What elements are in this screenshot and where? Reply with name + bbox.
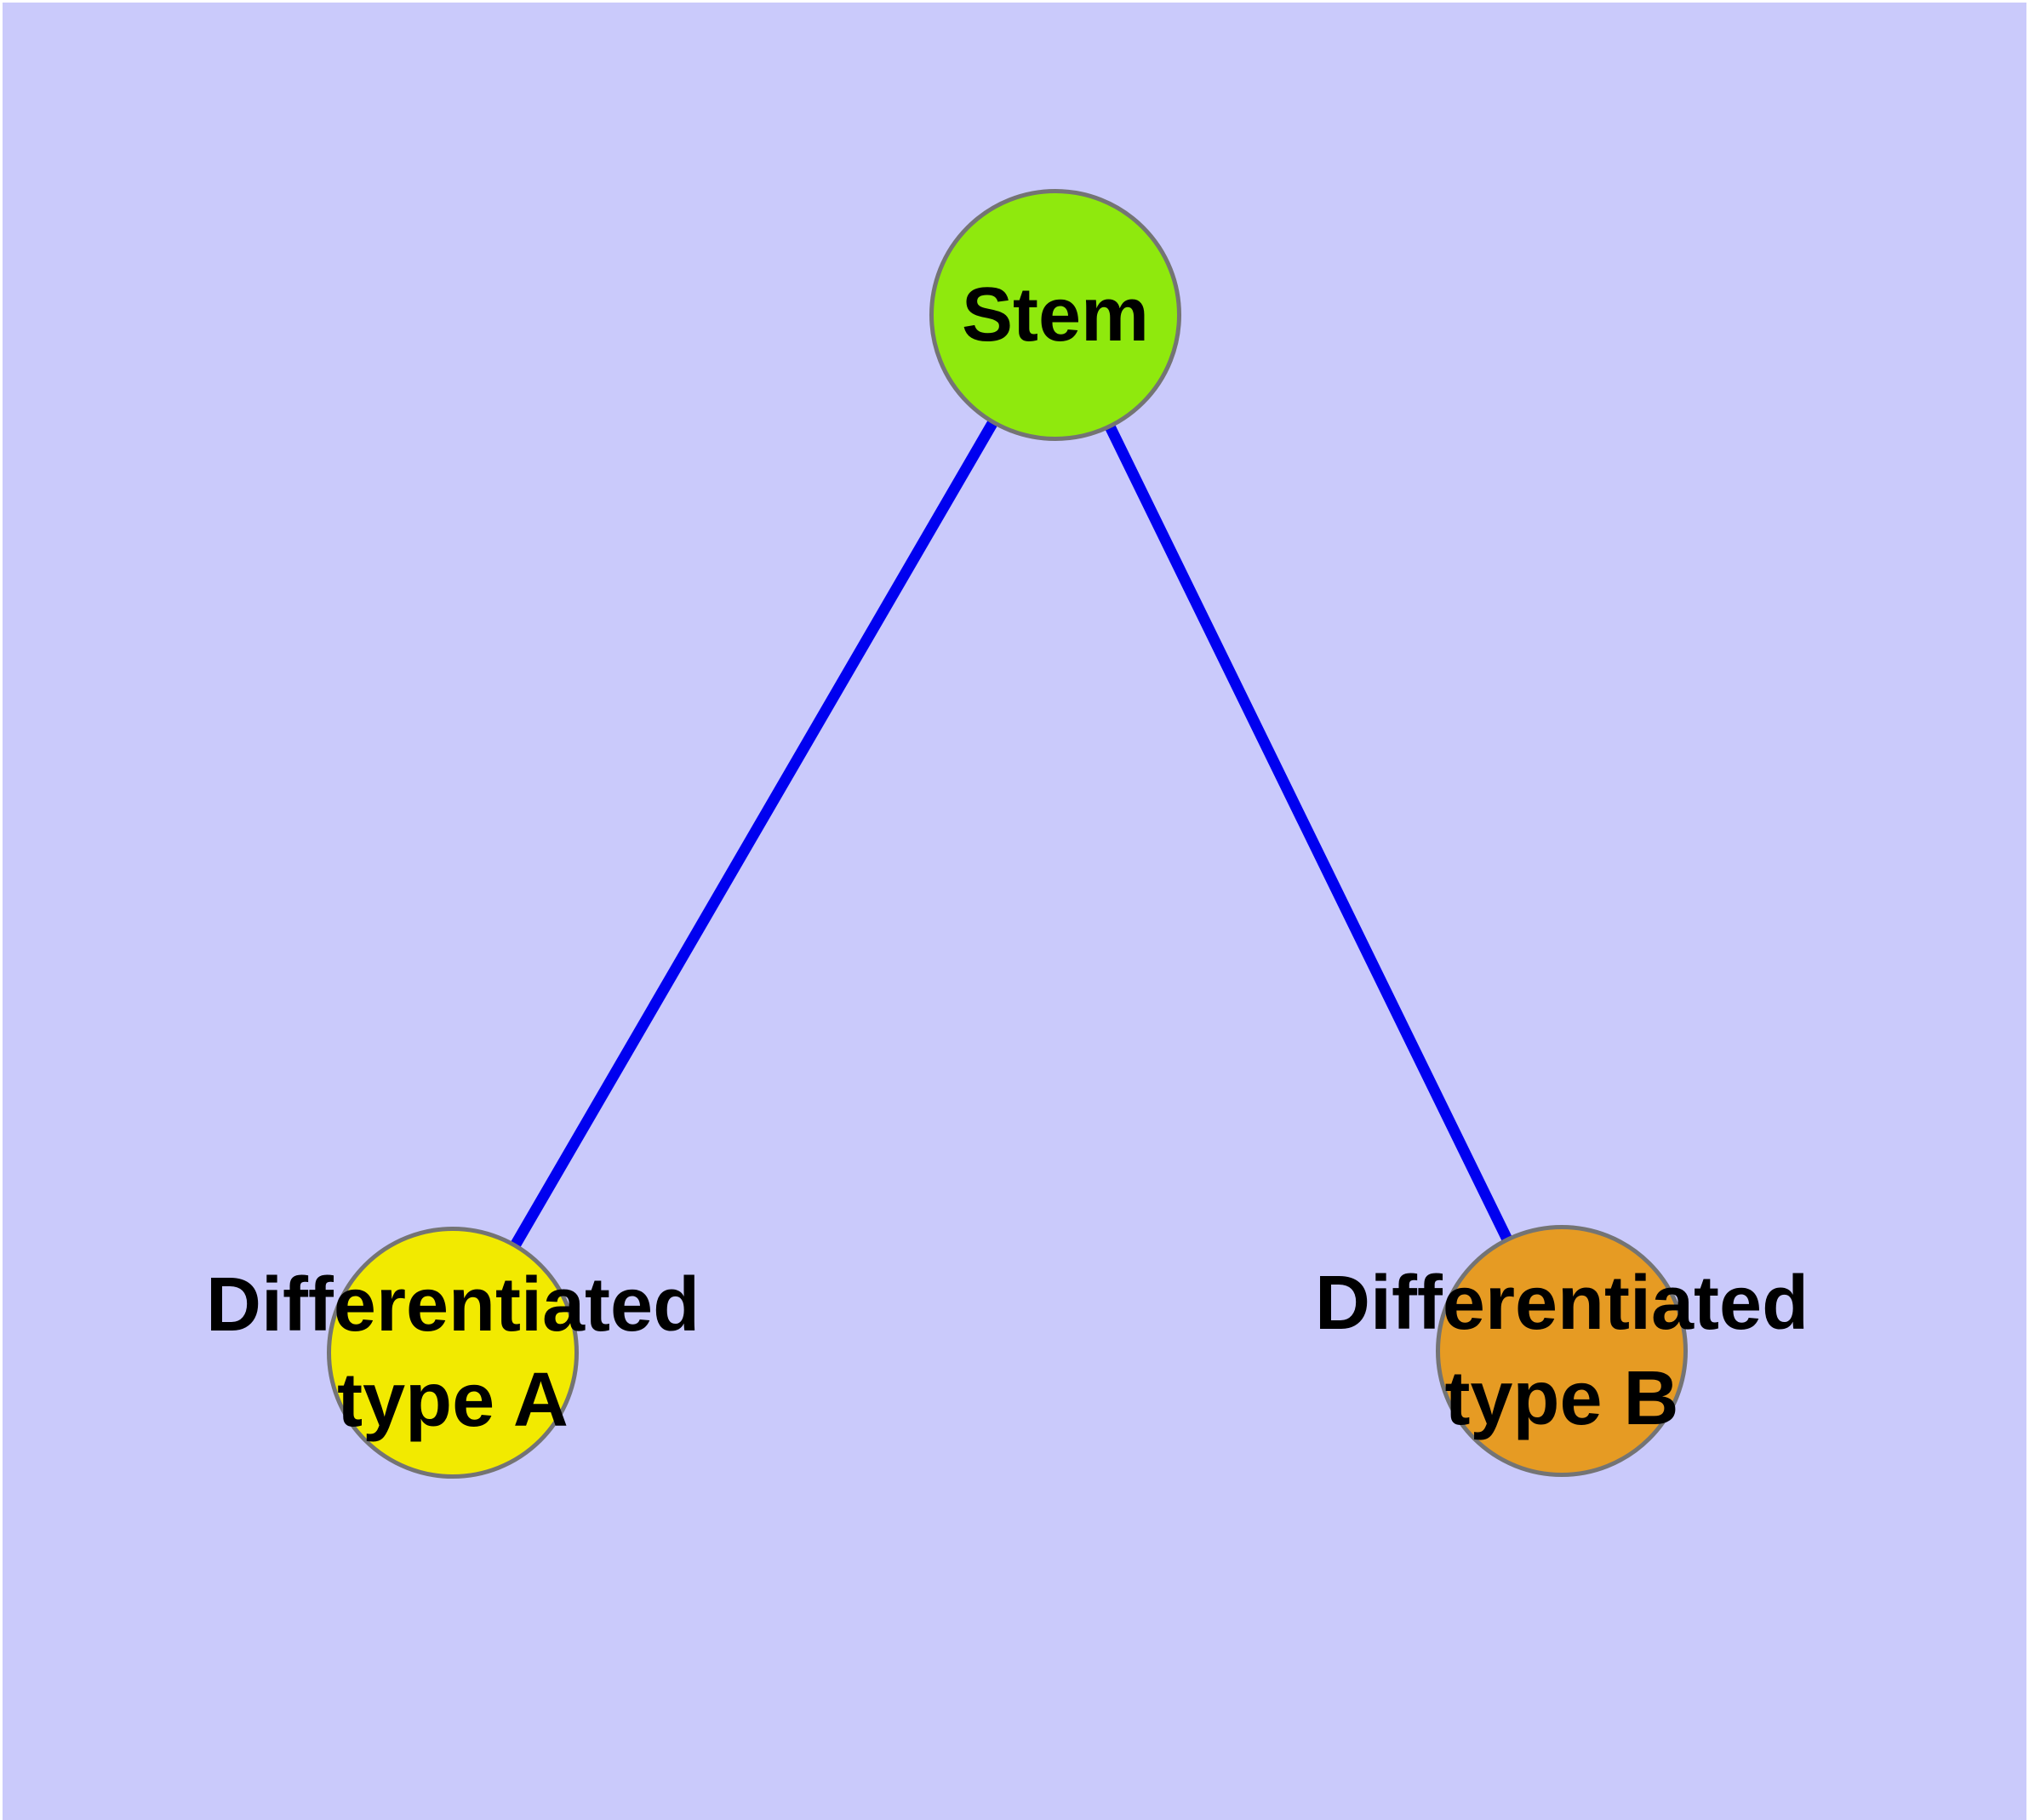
node-differentiated-type-a-circle	[327, 1227, 579, 1479]
node-differentiated-type-b: Differentiated type B	[1315, 1225, 1809, 1477]
node-differentiated-type-a-label: Differentiated type A	[205, 1262, 700, 1443]
node-differentiated-type-a: Differentiated type A	[206, 1227, 700, 1479]
node-stem-label: Stem	[961, 272, 1150, 358]
edge-stem-to-type-b	[1050, 312, 1567, 1354]
node-stem-circle	[929, 189, 1181, 441]
node-differentiated-type-b-circle	[1436, 1225, 1688, 1477]
node-differentiated-type-b-label: Differentiated type B	[1314, 1261, 1809, 1441]
edge-stem-to-type-a	[448, 312, 1060, 1356]
node-stem: Stem	[929, 189, 1181, 441]
